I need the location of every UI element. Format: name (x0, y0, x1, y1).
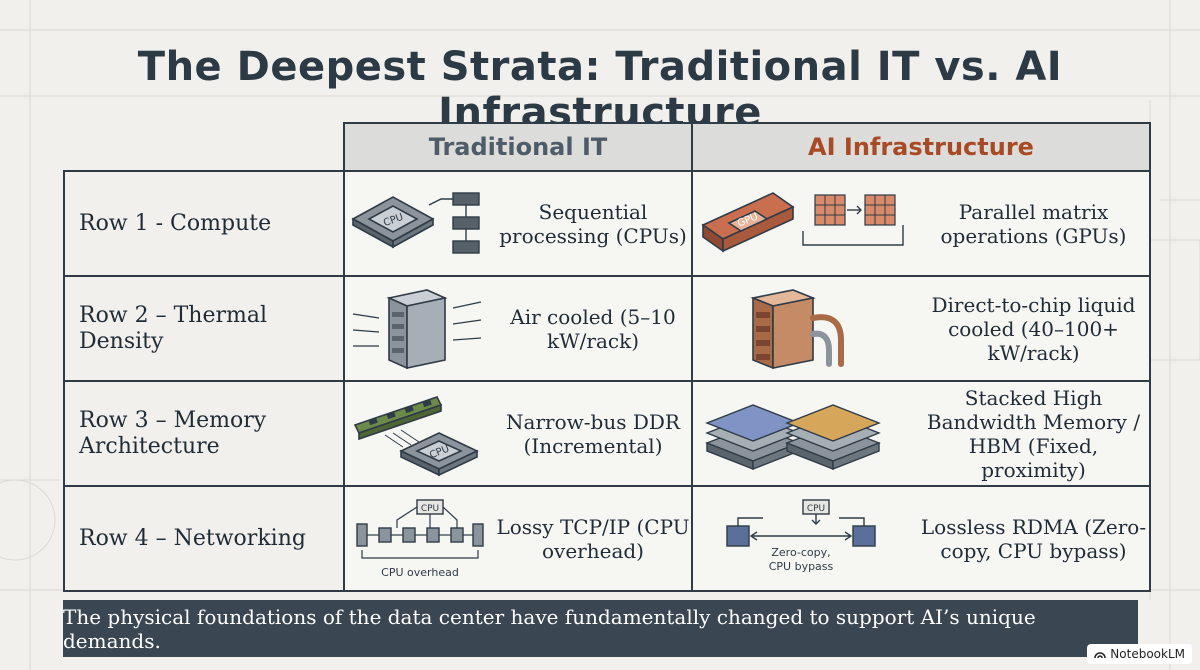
ai-text: Lossless RDMA (Zero-copy, CPU bypass) (920, 514, 1147, 563)
traditional-text: Air cooled (5–10 kW/rack) (510, 304, 676, 353)
table-row: Row 3 – Memory Architecture (63, 380, 1151, 487)
cpu-bypass-label: CPU bypass (769, 560, 834, 573)
table-row: Row 2 – Thermal Density Air cooled (5–10… (63, 275, 1151, 382)
ai-text: Stacked High Bandwidth Memory / HBM (Fix… (926, 385, 1141, 482)
traditional-cell: CPU CPU overhead Lossy TCP/IP (CPU overh… (343, 485, 693, 592)
zero-copy-label: Zero-copy, (771, 546, 830, 559)
column-header-ai: AI Infrastructure (691, 122, 1151, 172)
ai-text: Direct-to-chip liquid cooled (40–100+ kW… (931, 292, 1136, 365)
ai-cell: Direct-to-chip liquid cooled (40–100+ kW… (691, 275, 1151, 382)
cpu-chip-icon: CPU (351, 191, 480, 254)
traditional-text: Sequential processing (CPUs) (499, 199, 687, 248)
hbm-stack-icon (705, 403, 881, 470)
ai-text: Parallel matrix operations (GPUs) (940, 199, 1127, 248)
tcp-ip-network-icon: CPU CPU overhead (356, 498, 484, 579)
ai-cell: GPU Parallel matrix operations (GPUs) (691, 170, 1151, 277)
ai-cell: Stacked High Bandwidth Memory / HBM (Fix… (691, 380, 1151, 487)
cpu-label: CPU (421, 504, 439, 514)
cpu-overhead-label: CPU overhead (381, 566, 459, 579)
traditional-text: Narrow-bus DDR (Incremental) (506, 409, 680, 458)
comparison-table: Traditional IT AI Infrastructure Row 1 -… (63, 122, 1151, 592)
cpu-label: CPU (807, 504, 825, 514)
traditional-cell: CPU Sequential processing (CPUs) (343, 170, 693, 277)
table-row: Row 1 - Compute CPU Sequential processin… (63, 170, 1151, 277)
notebooklm-logo-icon (1094, 652, 1107, 659)
row-label: Row 1 - Compute (63, 170, 345, 277)
notebooklm-badge: NotebookLM (1087, 644, 1192, 664)
gpu-card-icon: GPU (701, 191, 904, 253)
brand-label: NotebookLM (1110, 647, 1185, 661)
traditional-cell: CPU Narrow-bus DDR (Incremental) (343, 380, 693, 487)
corner-blank (64, 123, 345, 172)
row-label: Row 3 – Memory Architecture (63, 380, 345, 487)
ai-cell: CPU Zero-copy, CPU bypass Lossless RDMA … (691, 485, 1151, 592)
row-label: Row 2 – Thermal Density (63, 275, 345, 382)
traditional-cell: Air cooled (5–10 kW/rack) (343, 275, 693, 382)
table-row: Row 4 – Networking CPU CPU overhead Loss… (63, 485, 1151, 592)
footer-banner: The physical foundations of the data cen… (63, 600, 1138, 657)
row-label: Row 4 – Networking (63, 485, 345, 592)
column-header-traditional: Traditional IT (343, 122, 693, 172)
liquid-cooled-server-icon (750, 288, 844, 369)
air-cooled-server-icon (352, 288, 482, 369)
traditional-text: Lossy TCP/IP (CPU overhead) (496, 514, 690, 563)
rdma-network-icon: CPU Zero-copy, CPU bypass (726, 498, 876, 573)
ddr-memory-icon: CPU (353, 395, 479, 476)
